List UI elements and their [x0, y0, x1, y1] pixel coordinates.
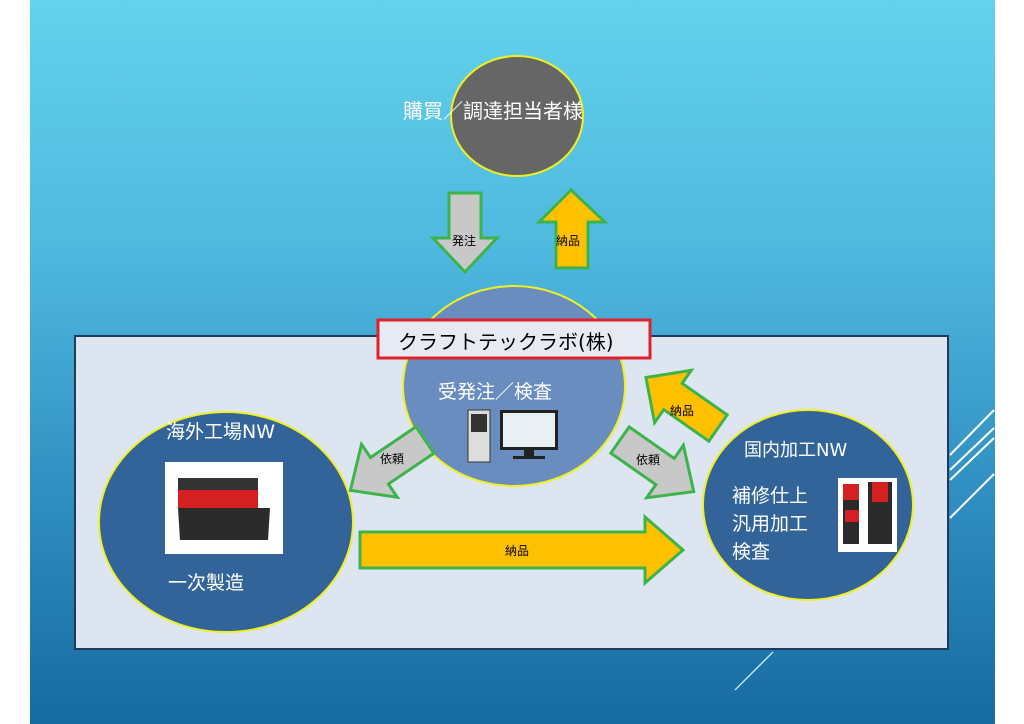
- request-label-left: 依頼: [380, 452, 405, 466]
- request-arrow-left: [348, 424, 437, 500]
- domestic-line: 検査: [732, 541, 771, 563]
- overseas-title: 海外工場NW: [166, 421, 275, 443]
- company-label-box: [376, 318, 652, 360]
- company-name: クラフトテックラボ(株): [398, 330, 614, 354]
- delivery-arrow-up: [535, 187, 609, 270]
- computer-icon: [467, 409, 558, 463]
- order-arrow: [429, 191, 501, 275]
- delivery-label-bottom: 納品: [505, 544, 530, 558]
- delivery-arrow-bottom: [358, 513, 686, 587]
- domestic-lines: 補修仕上 汎用加工 検査: [732, 482, 808, 566]
- delivery-arrow-upleft: [644, 368, 730, 444]
- request-label-right: 依頼: [636, 453, 661, 467]
- buyer-label: 購買／調達担当者様: [403, 99, 583, 123]
- domestic-circle: [702, 409, 914, 601]
- welding-machine-image: [838, 478, 897, 552]
- domestic-title: 国内加工NW: [744, 440, 848, 461]
- overseas-subtitle: 一次製造: [168, 572, 245, 594]
- delivery-label-top: 納品: [556, 234, 581, 248]
- request-arrow-right: [608, 424, 696, 500]
- center-label: 受発注／検査: [438, 381, 553, 403]
- domestic-line: 補修仕上: [732, 485, 809, 507]
- buyer-circle: [450, 55, 584, 177]
- laser-machine-image: [165, 462, 283, 554]
- order-label: 発注: [452, 234, 477, 248]
- decor-line: [734, 651, 774, 691]
- delivery-label-right: 納品: [670, 404, 695, 418]
- decor-lines-right: [949, 409, 995, 519]
- domestic-line: 汎用加工: [732, 513, 809, 535]
